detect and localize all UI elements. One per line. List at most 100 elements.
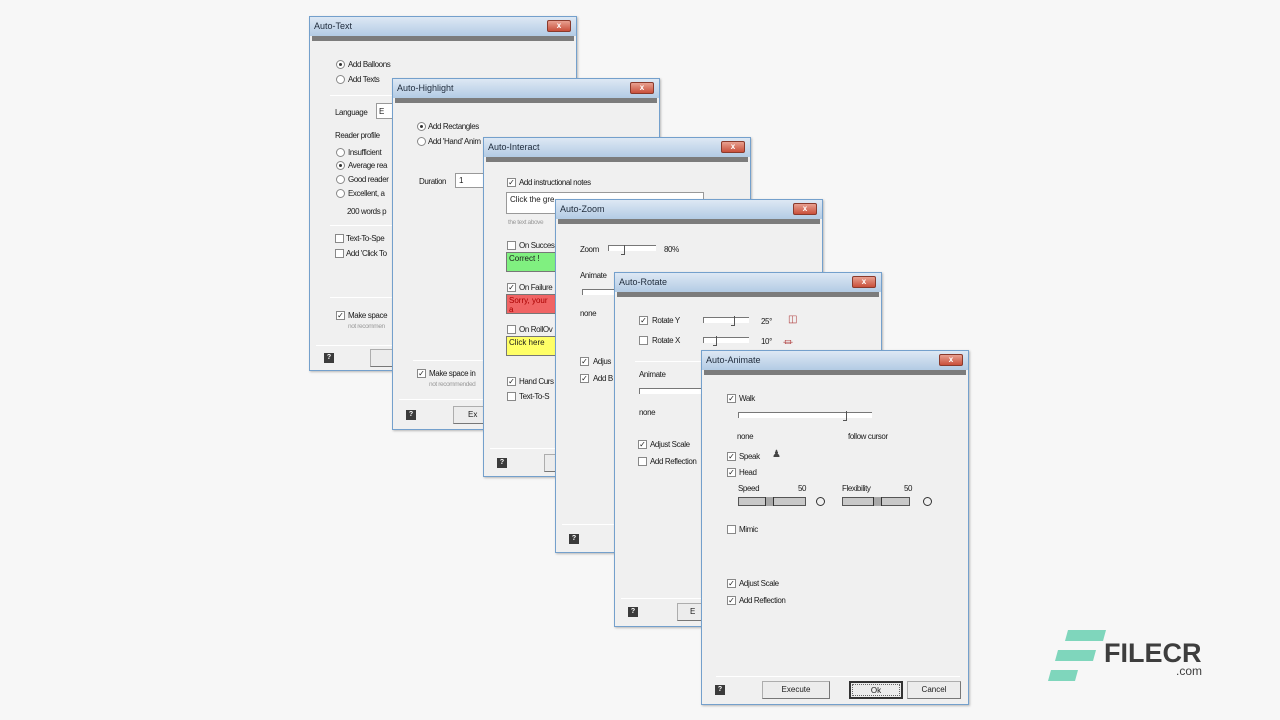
execute-button[interactable]: Execute — [762, 681, 830, 699]
speed-slider-thumb[interactable] — [765, 497, 774, 506]
add-reflection-label: Add Reflection — [650, 457, 697, 466]
adjust-scale-checkbox[interactable]: ✓ — [727, 579, 736, 588]
on-success-label: On Succes — [519, 241, 555, 250]
close-button[interactable]: x — [793, 203, 817, 215]
flexibility-value: 50 — [904, 484, 913, 493]
close-button[interactable]: x — [547, 20, 571, 32]
help-icon[interactable]: ? — [569, 534, 579, 544]
adjust-scale-checkbox[interactable]: ✓ — [638, 440, 647, 449]
rotate-x-icon: ⏛ — [783, 338, 793, 349]
title-band — [558, 219, 820, 224]
adjust-scale-label: Adjus — [593, 357, 612, 366]
help-icon[interactable]: ? — [406, 410, 416, 420]
make-space-label: Make space — [348, 311, 388, 320]
brand-suffix: .com — [1176, 664, 1203, 678]
add-notes-checkbox[interactable]: ✓ — [507, 178, 516, 187]
add-reflection-checkbox[interactable]: ✓ — [580, 374, 589, 383]
profile-radio[interactable] — [336, 189, 345, 198]
none-label: none — [639, 408, 656, 417]
help-icon[interactable]: ? — [628, 607, 638, 617]
close-button[interactable]: x — [939, 354, 963, 366]
success-message-box[interactable]: Correct ! — [506, 252, 556, 272]
ok-button[interactable]: Ok — [849, 681, 903, 699]
on-failure-label: On Failure — [519, 283, 553, 292]
title-bar[interactable]: Auto-Interact x — [484, 138, 750, 157]
add-reflection-checkbox[interactable]: ✓ — [727, 596, 736, 605]
profile-radio[interactable] — [336, 148, 345, 157]
walk-checkbox[interactable]: ✓ — [727, 394, 736, 403]
zoom-label: Zoom — [580, 245, 599, 254]
profile-radio[interactable] — [336, 161, 345, 170]
on-rollover-checkbox[interactable] — [507, 325, 516, 334]
add-hand-radio[interactable] — [417, 137, 426, 146]
add-click-to-checkbox[interactable] — [335, 249, 344, 258]
rotate-x-label: Rotate X — [652, 336, 680, 345]
flexibility-slider[interactable] — [842, 497, 910, 506]
mimic-checkbox[interactable] — [727, 525, 736, 534]
filecr-logo-icon — [1048, 630, 1106, 681]
help-icon[interactable]: ? — [715, 685, 725, 695]
profile-radio[interactable] — [336, 175, 345, 184]
walk-label: Walk — [739, 394, 755, 403]
on-success-checkbox[interactable] — [507, 241, 516, 250]
rollover-message-box[interactable]: Click here — [506, 336, 556, 356]
head-checkbox[interactable]: ✓ — [727, 468, 736, 477]
text-to-speech-checkbox[interactable] — [507, 392, 516, 401]
speed-slider[interactable] — [738, 497, 806, 506]
note-text: Click the gre — [510, 195, 555, 204]
zoom-slider[interactable] — [608, 245, 656, 251]
rotate-y-slider-thumb[interactable] — [731, 316, 735, 326]
close-button[interactable]: x — [852, 276, 876, 288]
speak-checkbox[interactable]: ✓ — [727, 452, 736, 461]
rotate-x-slider[interactable] — [703, 337, 749, 343]
text-to-speech-checkbox[interactable] — [335, 234, 344, 243]
animate-slider[interactable] — [582, 289, 622, 295]
rotate-y-value: 25° — [761, 317, 772, 326]
close-button[interactable]: x — [630, 82, 654, 94]
flexibility-slider-thumb[interactable] — [873, 497, 882, 506]
hint-text: the text above — [508, 219, 544, 226]
animate-slider[interactable] — [639, 388, 709, 394]
adjust-scale-label: Adjust Scale — [650, 440, 690, 449]
flexibility-label: Flexibility — [842, 484, 871, 493]
rotate-x-checkbox[interactable] — [639, 336, 648, 345]
zoom-slider-thumb[interactable] — [621, 245, 625, 255]
on-failure-checkbox[interactable]: ✓ — [507, 283, 516, 292]
add-texts-label: Add Texts — [348, 75, 380, 84]
rotate-y-checkbox[interactable]: ✓ — [639, 316, 648, 325]
walk-slider[interactable] — [738, 412, 872, 418]
dialog-title: Auto-Interact — [488, 142, 540, 152]
cancel-button[interactable]: Cancel — [907, 681, 961, 699]
reset-flexibility-icon[interactable] — [923, 497, 932, 506]
text-to-speech-label: Text-To-S — [519, 392, 550, 401]
add-rectangles-radio[interactable] — [417, 122, 426, 131]
reset-speed-icon[interactable] — [816, 497, 825, 506]
speaker-person-icon[interactable]: ♟ — [772, 449, 781, 460]
close-button[interactable]: x — [721, 141, 745, 153]
hand-cursor-checkbox[interactable]: ✓ — [507, 377, 516, 386]
reader-profile-label: Reader profile — [335, 131, 380, 140]
make-space-checkbox[interactable]: ✓ — [336, 311, 345, 320]
failure-message-box[interactable]: Sorry, your a — [506, 294, 556, 314]
walk-max-label: follow cursor — [848, 432, 888, 441]
add-reflection-checkbox[interactable] — [638, 457, 647, 466]
add-balloons-radio[interactable] — [336, 60, 345, 69]
help-icon[interactable]: ? — [324, 353, 334, 363]
rotate-x-slider-thumb[interactable] — [713, 336, 717, 346]
help-icon[interactable]: ? — [497, 458, 507, 468]
add-hand-label: Add 'Hand' Anim — [428, 137, 481, 146]
adjust-scale-checkbox[interactable]: ✓ — [580, 357, 589, 366]
title-bar[interactable]: Auto-Zoom x — [556, 200, 822, 219]
title-band — [395, 98, 657, 103]
dialog-title: Auto-Zoom — [560, 204, 605, 214]
rotate-y-slider[interactable] — [703, 317, 749, 323]
walk-slider-thumb[interactable] — [843, 411, 847, 421]
language-label: Language — [335, 108, 368, 117]
make-space-checkbox[interactable]: ✓ — [417, 369, 426, 378]
add-texts-radio[interactable] — [336, 75, 345, 84]
rotate-y-label: Rotate Y — [652, 316, 680, 325]
